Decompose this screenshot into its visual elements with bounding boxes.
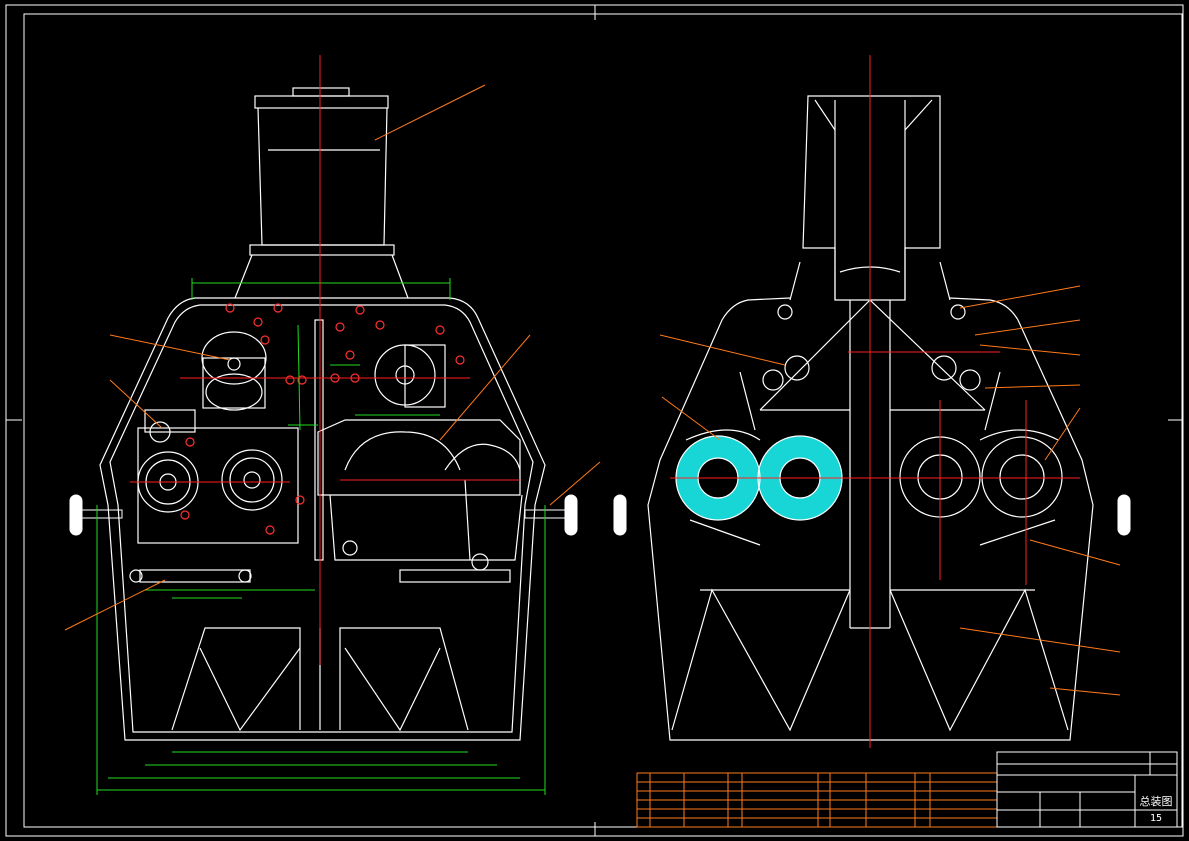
motor-upper [201, 331, 267, 385]
drawing-title: 总装图 [1139, 795, 1173, 808]
roller-icon [899, 436, 1063, 518]
title-block [996, 751, 1178, 828]
left-view [99, 87, 546, 741]
dimension-lines [96, 278, 546, 795]
hopper-body [257, 107, 388, 246]
gear-icon [137, 421, 283, 513]
hopper-cap [254, 95, 389, 109]
parts-list [636, 772, 998, 828]
casing-outline [99, 297, 546, 741]
leader-lines [64, 84, 1121, 696]
sheet-frame [5, 4, 1184, 837]
hand-wheel-icon [69, 494, 1131, 536]
center-lines [130, 55, 1080, 748]
sheet-number: 15 [1149, 813, 1163, 824]
